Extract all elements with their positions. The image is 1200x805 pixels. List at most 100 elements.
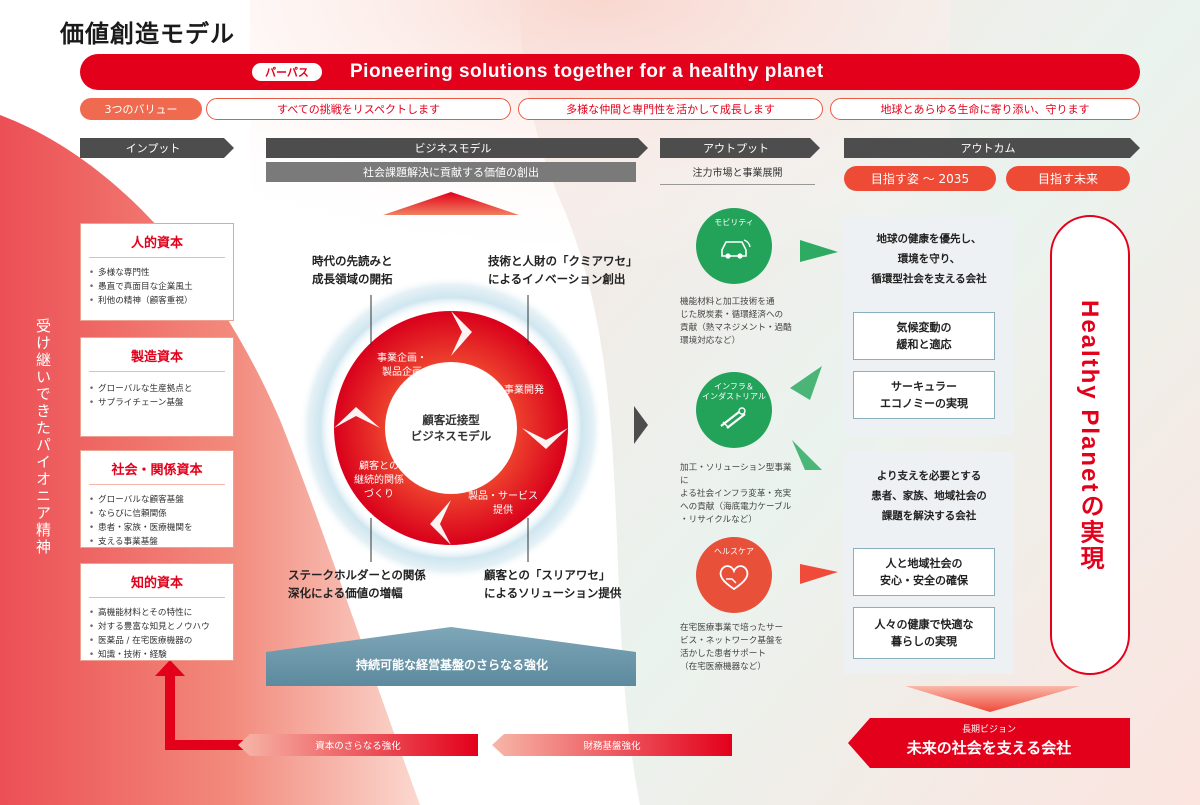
output-infrastructure: インフラ＆ インダストリアル <box>696 372 772 448</box>
ring-text-line: 事業開発 <box>504 385 544 396</box>
desc-line: 活かした患者サポート <box>680 649 766 659</box>
desc-line: への貢献（海底電力ケーブル <box>680 502 792 512</box>
output-subtitle: 注力市場と事業展開 <box>692 168 783 179</box>
outcome-box-climate: 気候変動の 緩和と適応 <box>853 312 995 360</box>
column-header-outcome: アウトカム <box>844 138 1140 158</box>
purpose-text: Pioneering solutions together for a heal… <box>350 61 824 82</box>
desc-line: よる社会インフラ変革・充実 <box>680 489 792 499</box>
page-title: 価値創造モデル <box>60 20 235 48</box>
bm-label-innovation: 技術と人財の「クミアワセ」 によるイノベーション創出 <box>488 252 638 288</box>
capital-item: グローバルな生産拠点と <box>89 382 225 396</box>
capital-item: サプライチェーン基盤 <box>89 396 225 410</box>
ring-text-line: づくり <box>364 489 394 500</box>
capital-item: 支える事業基盤 <box>89 535 225 549</box>
ring-segment-development: 事業開発 <box>484 384 564 398</box>
bm-label-line: 時代の先読みと <box>312 254 393 268</box>
outcome-pill-2035: 目指す姿 ～ 2035 <box>844 166 996 191</box>
desc-line: 環境対応など） <box>680 336 741 346</box>
bm-label-line: 深化による価値の増幅 <box>288 586 403 600</box>
ring-segment-product: 製品・サービス 提供 <box>458 490 548 518</box>
desc-line: 在宅医療事業で培ったサー <box>680 623 784 633</box>
value-item: 多様な仲間と専門性を活かして成長します <box>518 98 823 120</box>
output-healthcare-desc: 在宅医療事業で培ったサー ビス・ネットワーク基盤を 活かした患者サポート （在宅… <box>680 622 800 674</box>
capital-item: 利他の精神（顧客重視） <box>89 294 225 308</box>
capital-item: 対する豊富な知見とノウハウ <box>89 620 225 634</box>
bm-label-stakeholder: ステークホルダーとの関係 深化による価値の増幅 <box>288 566 426 602</box>
desc-line: 貢献（熱マネジメント・過酷 <box>680 323 792 333</box>
ring-text-line: 提供 <box>493 505 513 516</box>
outcome-box-line: 安心・安全の確保 <box>880 574 968 587</box>
value-item: 地球とあらゆる生命に寄り添い、守ります <box>830 98 1140 120</box>
purpose-bar: パーパス Pioneering solutions together for a… <box>80 54 1140 90</box>
outcome-box-line: 人と地域社会の <box>885 557 963 570</box>
outcome-head-line: 地球の健康を優先し、 <box>876 233 982 245</box>
outcome-head-line: 環境を守り、 <box>897 253 961 265</box>
bm-center-label: 顧客近接型 ビジネスモデル <box>391 412 511 444</box>
values-label: 3つのバリュー <box>80 98 202 120</box>
car-icon <box>721 239 751 259</box>
desc-line: ビス・ネットワーク基盤を <box>680 636 784 646</box>
capital-social: 社会・関係資本 グローバルな顧客基盤 ならびに信頼関係 患者・家族・医療機関を … <box>80 450 234 549</box>
capital-title: 製造資本 <box>89 346 225 372</box>
capital-title: 社会・関係資本 <box>89 459 225 485</box>
bm-label-foresight: 時代の先読みと 成長領域の開拓 <box>312 252 393 288</box>
ring-text-line: 事業企画・ <box>377 353 427 364</box>
outcome-head: 地球の健康を優先し、 環境を守り、 循環型社会を支える会社 <box>844 215 1014 289</box>
healthy-planet-label: Healthy Planetの実現 <box>1076 300 1103 572</box>
capital-item: 医薬品 / 在宅医療機器の <box>89 634 225 648</box>
outcome-box-circular: サーキュラー エコノミーの実現 <box>853 371 995 419</box>
bm-label-line: によるソリューション提供 <box>484 586 622 600</box>
ring-text-line: 顧客との <box>359 461 399 472</box>
outcome-box-line: サーキュラー <box>891 380 957 393</box>
outcome-box-line: 緩和と適応 <box>896 338 952 351</box>
column-header-output: アウトプット <box>660 138 820 158</box>
capital-item: 高機能材料とその特性に <box>89 606 225 620</box>
vision-main-label: 未来の社会を支える会社 <box>906 739 1072 757</box>
capital-item: ならびに信頼関係 <box>89 507 225 521</box>
capital-item: 知識・技術・経験 <box>89 648 225 662</box>
desc-line: 機能材料と加工技術を通 <box>680 297 775 307</box>
bm-label-line: 成長領域の開拓 <box>312 272 393 286</box>
output-healthcare: ヘルスケア <box>696 537 772 613</box>
bm-label-line: ステークホルダーとの関係 <box>288 568 426 582</box>
capital-title: 知的資本 <box>89 572 225 598</box>
ring-segment-relations: 顧客との 継続的関係 づくり <box>344 460 414 502</box>
vision-small-label: 長期ビジョン <box>961 725 1016 735</box>
capital-intellectual: 知的資本 高機能材料とその特性に 対する豊富な知見とノウハウ 医薬品 / 在宅医… <box>80 563 234 662</box>
bm-label-line: 顧客との「スリアワセ」 <box>484 568 611 582</box>
outcome-box-wellbeing: 人々の健康で快適な 暮らしの実現 <box>853 607 995 659</box>
ring-segment-planning: 事業企画・ 製品企画 <box>362 352 442 380</box>
output-mobility-desc: 機能材料と加工技術を通 じた脱炭素・循環経済への 貢献（熱マネジメント・過酷 環… <box>680 296 800 348</box>
bm-label-line: によるイノベーション創出 <box>488 272 626 286</box>
column-header-input: インプット <box>80 138 234 158</box>
capital-item: グローバルな顧客基盤 <box>89 493 225 507</box>
output-label: インダストリアル <box>702 392 766 401</box>
capital-human: 人的資本 多様な専門性 愚直で真面目な企業風土 利他の精神（顧客重視） <box>80 223 234 321</box>
output-label: インフラ＆ <box>714 382 754 391</box>
output-subtitle-rule <box>660 184 815 185</box>
outcome-box-line: 人々の健康で快適な <box>874 618 974 631</box>
ring-text-line: 製品・サービス <box>468 491 538 502</box>
outcome-head-line: 課題を解決する会社 <box>881 510 977 522</box>
capital-item: 多様な専門性 <box>89 266 225 280</box>
output-label: ヘルスケア <box>714 547 754 556</box>
bm-label-solution: 顧客との「スリアワセ」 によるソリューション提供 <box>484 566 621 602</box>
outcome-head-line: 患者、家族、地域社会の <box>871 490 987 502</box>
purpose-label: パーパス <box>252 63 322 81</box>
foundation-label: 持続可能な経営基盤のさらなる強化 <box>355 658 548 672</box>
outcome-box-line: エコノミーの実現 <box>880 397 968 410</box>
capital-item: 愚直で真面目な企業風土 <box>89 280 225 294</box>
output-infrastructure-desc: 加工・ソリューション型事業に よる社会インフラ変革・充実 への貢献（海底電力ケー… <box>680 462 800 527</box>
heart-hands-icon <box>719 565 749 591</box>
pioneer-spirit-label: 受け継いできたパイオニア精神 <box>34 318 52 556</box>
business-subtitle: 社会課題解決に貢献する価値の創出 <box>266 162 636 182</box>
desc-line: じた脱炭素・循環経済への <box>680 310 784 320</box>
outcome-head-line: 循環型社会を支える会社 <box>871 273 987 285</box>
tools-icon <box>720 407 746 429</box>
center-text-line: 顧客近接型 <box>422 413 480 427</box>
outcome-box-line: 暮らしの実現 <box>891 635 957 648</box>
center-text-line: ビジネスモデル <box>410 429 492 443</box>
ring-text-line: 製品企画 <box>382 367 422 378</box>
outcome-box-line: 気候変動の <box>896 321 952 334</box>
output-label: モビリティ <box>714 218 754 227</box>
